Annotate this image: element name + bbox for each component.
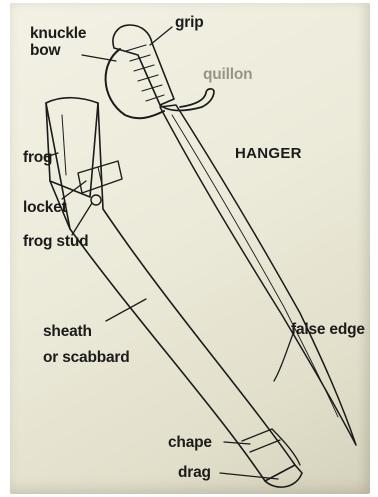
label-knuckle-bow-line1: knuckle [30, 25, 86, 42]
label-sheath: sheath or scabbard [43, 323, 130, 366]
label-drag: drag [178, 464, 211, 481]
label-sheath-line2: or scabbard [43, 349, 130, 366]
label-knuckle-bow: knuckle bow [30, 25, 86, 59]
leader-lines [46, 27, 294, 479]
label-quillon: quillon [203, 66, 252, 83]
label-sheath-line1: sheath [43, 323, 130, 340]
label-knuckle-bow-line2: bow [30, 42, 86, 59]
label-frog-stud: frog stud [23, 233, 88, 250]
sword-drawing [106, 25, 356, 445]
label-grip: grip [175, 14, 203, 31]
label-locket: locket [23, 199, 67, 216]
book-page: knuckle bow grip quillon HANGER frog loc… [10, 3, 370, 494]
label-false-edge: false edge [291, 321, 365, 338]
diagram-title: HANGER [235, 145, 302, 162]
label-frog: frog [23, 149, 52, 166]
label-chape: chape [168, 434, 212, 451]
